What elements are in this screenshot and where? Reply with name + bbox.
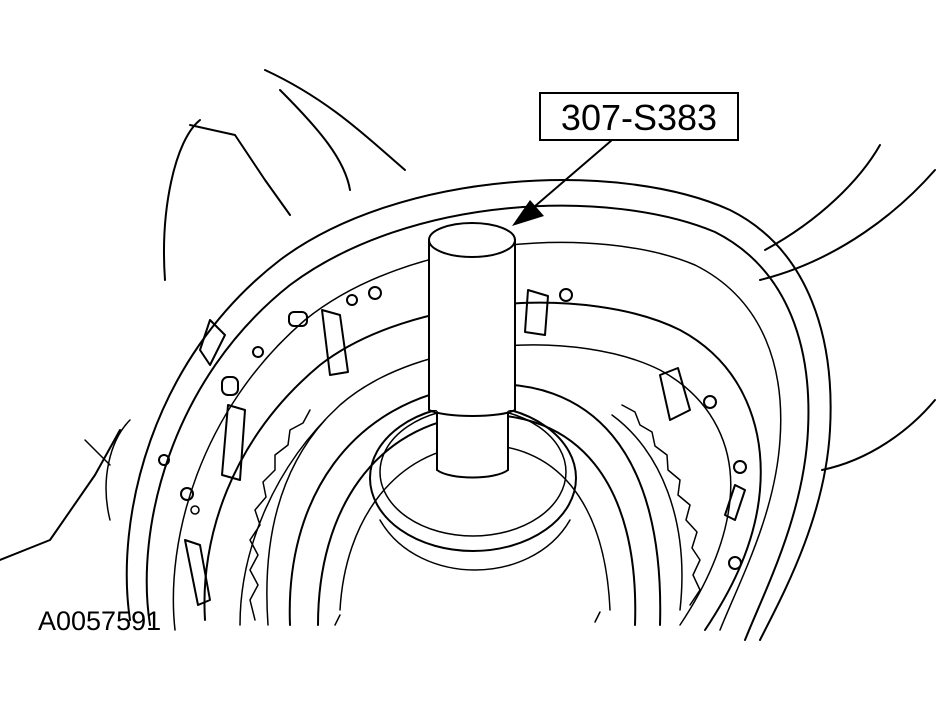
figure-id: A0057591 <box>38 606 162 636</box>
brackets <box>221 289 691 481</box>
lower-detail <box>334 611 601 626</box>
ring-gear <box>249 404 701 626</box>
leader-line <box>533 139 613 208</box>
housing-outline <box>0 69 936 561</box>
callout-box <box>539 92 739 141</box>
pump-plate <box>158 286 762 631</box>
tool-shaft <box>428 222 516 479</box>
leader-arrowhead <box>512 200 544 226</box>
callout-label: 307-S383 <box>561 97 717 138</box>
case-rings <box>125 179 832 641</box>
tool-callout: 307-S383 <box>512 92 739 226</box>
